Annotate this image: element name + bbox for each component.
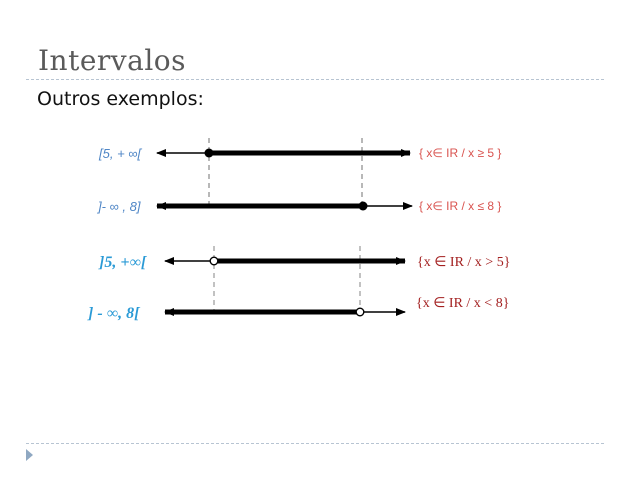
triangle-bullet-icon — [26, 449, 33, 461]
closed-endpoint-icon — [204, 148, 214, 158]
open-endpoint-icon — [355, 307, 365, 317]
number-line-4 — [164, 307, 406, 317]
number-line-3 — [164, 256, 406, 266]
set-label-3: {x ∈ IR / x > 5} — [417, 255, 510, 270]
title-divider — [26, 79, 604, 80]
set-label-1: { x∈ IR / x ≥ 5 } — [419, 146, 501, 160]
number-line-1 — [156, 148, 411, 158]
interval-label-4: ] - ∞, 8[ — [87, 305, 141, 322]
interval-label-3: ]5, +∞[ — [98, 254, 148, 271]
set-label-4: {x ∈ IR / x < 8} — [416, 296, 509, 311]
slide-subtitle: Outros exemplos: — [37, 88, 204, 110]
interval-label-1: [5, + ∞[ — [98, 146, 143, 161]
closed-endpoint-icon — [358, 201, 368, 211]
number-line-2 — [156, 201, 413, 211]
slide-title: Intervalos — [38, 44, 186, 77]
open-endpoint-icon — [209, 256, 219, 266]
interval-label-2: ]- ∞ , 8] — [96, 199, 141, 214]
guide-lines-top — [208, 138, 363, 210]
footer-divider — [26, 443, 604, 444]
set-label-2: { x∈ IR / x ≤ 8 } — [419, 199, 501, 213]
guide-lines-bottom — [213, 246, 361, 315]
